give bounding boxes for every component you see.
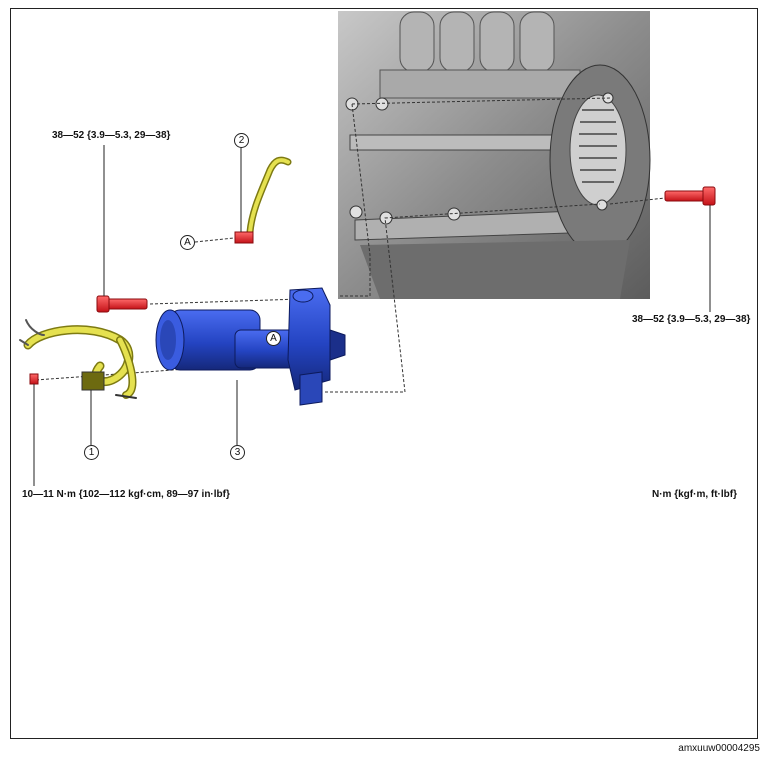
starter-bolt-left	[96, 295, 148, 313]
callout-2: 2	[234, 133, 249, 148]
figure-id: amxuuw00004295	[678, 743, 760, 754]
torque-units-legend: N·m {kgf·m, ft·lbf}	[652, 489, 737, 500]
s-terminal-connector	[234, 231, 254, 244]
starter-motor	[155, 287, 346, 406]
torque-label-starter-bolt-left: 38—52 {3.9—5.3, 29—38}	[52, 130, 171, 141]
callout-3: 3	[230, 445, 245, 460]
harness-clip	[81, 371, 105, 391]
engine-block	[338, 11, 651, 299]
starter-wiring-harness	[19, 319, 137, 399]
callout-1: 1	[84, 445, 99, 460]
torque-label-starter-bolt-right: 38—52 {3.9—5.3, 29—38}	[632, 314, 751, 325]
s-terminal-wire	[246, 156, 292, 236]
callout-a-starter: A	[266, 331, 281, 346]
callout-leaders	[33, 145, 711, 486]
torque-label-terminal-nut: 10—11 N·m {102—112 kgf·cm, 89—97 in·lbf}	[22, 489, 230, 500]
callout-a-wire: A	[180, 235, 195, 250]
terminal-nut	[29, 373, 39, 385]
starter-bolt-right	[664, 186, 716, 206]
